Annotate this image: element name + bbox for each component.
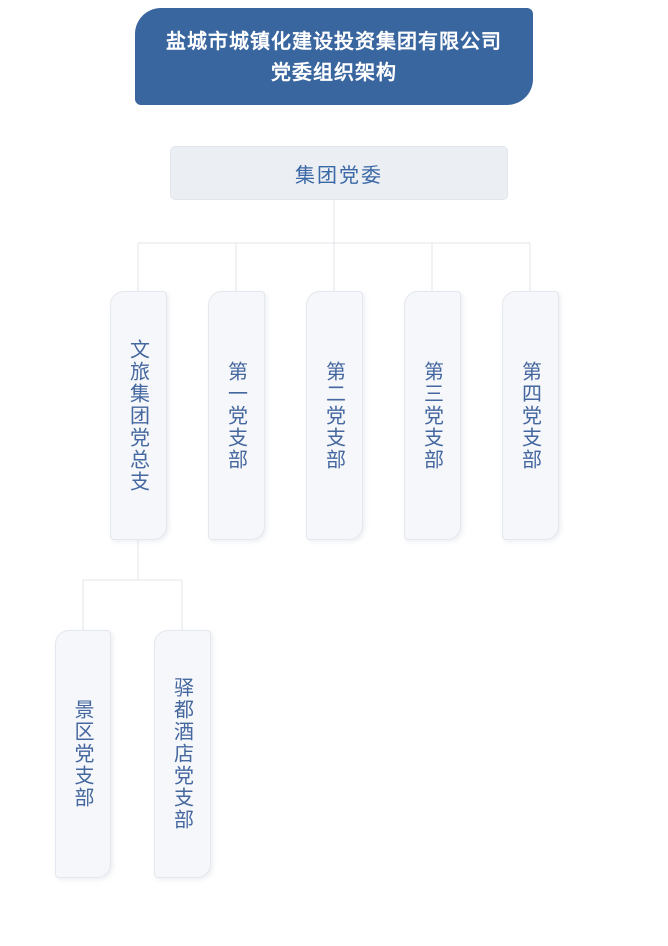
node-first-party-branch: 第一党支部 [208,291,265,540]
node-label: 景区党支部 [71,699,95,809]
node-second-party-branch: 第二党支部 [306,291,363,540]
node-label: 第一党支部 [224,360,249,471]
node-label: 第四党支部 [518,360,543,471]
node-label: 文旅集团党总支 [126,338,151,493]
chart-title-line2: 党委组织架构 [271,59,397,84]
node-culture-tourism-general-branch: 文旅集团党总支 [110,291,167,540]
node-yidu-hotel-party-branch: 驿都酒店党支部 [154,630,211,878]
node-label: 第二党支部 [322,360,347,471]
node-group-party-committee: 集团党委 [170,146,508,200]
node-fourth-party-branch: 第四党支部 [502,291,559,540]
node-label: 驿都酒店党支部 [170,677,195,831]
chart-title-line1: 盐城市城镇化建设投资集团有限公司 [166,28,502,53]
chart-title-banner: 盐城市城镇化建设投资集团有限公司 党委组织架构 [135,8,533,105]
node-third-party-branch: 第三党支部 [404,291,461,540]
node-label: 集团党委 [295,162,383,187]
node-label: 第三党支部 [420,360,445,471]
node-scenic-area-party-branch: 景区党支部 [55,630,111,878]
